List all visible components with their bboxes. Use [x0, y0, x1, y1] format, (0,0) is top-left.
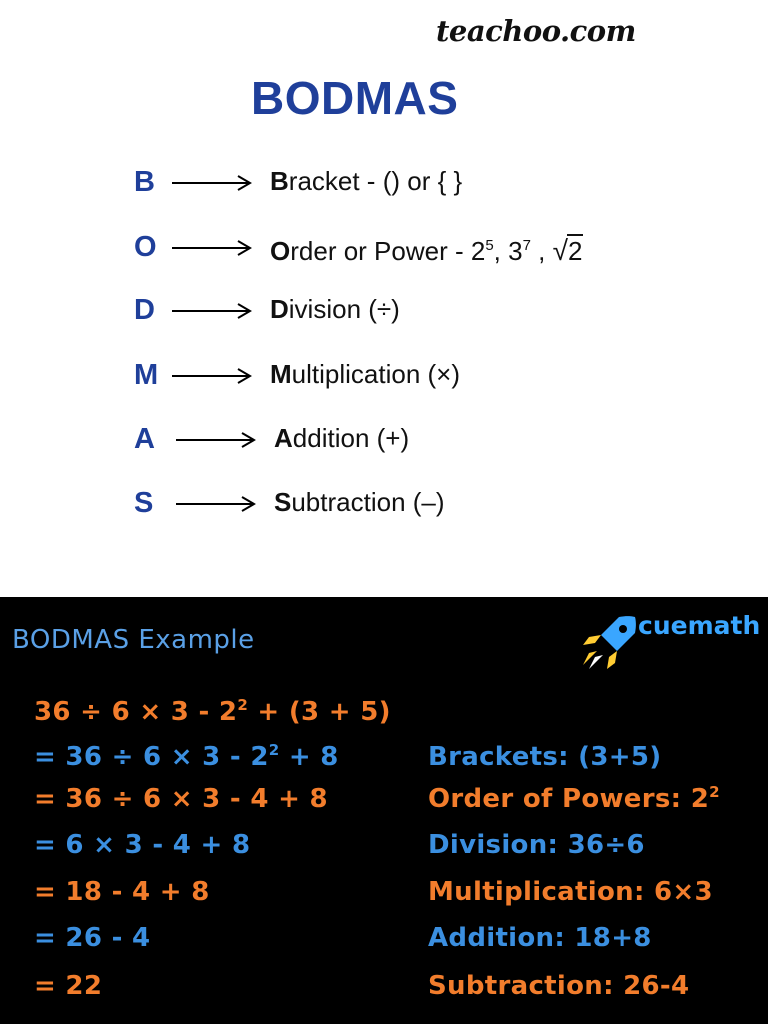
row-description: Division (÷): [270, 294, 400, 324]
row-description: Subtraction (–): [274, 487, 445, 517]
cuemath-logo-text: cuemath: [638, 611, 761, 640]
step-label: Order of Powers: 22: [428, 783, 720, 814]
rocket-icon: [583, 616, 636, 669]
step-line: = 36 ÷ 6 × 3 - 22 + 8: [34, 741, 339, 772]
example-title: BODMAS Example: [12, 625, 255, 655]
step-line: = 18 - 4 + 8: [34, 877, 210, 907]
step-line: = 26 - 4: [34, 923, 151, 953]
step-label: Subtraction: 26-4: [428, 971, 690, 1001]
row-letter: M: [134, 359, 159, 391]
row-letter: D: [134, 294, 155, 326]
step-label: Multiplication: 6×3: [428, 877, 713, 907]
bodmas-row-a: A Addition (+): [0, 417, 768, 465]
step-label: Division: 36÷6: [428, 830, 645, 860]
bodmas-chart: teachoo.com BODMAS B Bracket - () or { }…: [0, 14, 768, 529]
arrow-icon: [172, 240, 252, 256]
arrow-icon: [172, 368, 252, 384]
row-description: Order or Power - 25, 37 , √2: [270, 234, 584, 266]
arrow-icon: [172, 175, 252, 191]
row-letter: S: [134, 487, 154, 519]
bodmas-row-s: S Subtraction (–): [0, 481, 768, 529]
bodmas-row-o: O Order or Power - 25, 37 , √2: [0, 225, 768, 273]
row-letter: A: [134, 423, 155, 455]
step-line: = 22: [34, 971, 103, 1001]
arrow-icon: [172, 303, 252, 319]
row-letter: O: [134, 231, 157, 263]
step-line: = 36 ÷ 6 × 3 - 4 + 8: [34, 784, 328, 814]
arrow-icon: [176, 496, 256, 512]
arrow-icon: [176, 432, 256, 448]
row-description: Multiplication (×): [270, 359, 461, 389]
step-line: = 6 × 3 - 4 + 8: [34, 830, 251, 860]
bodmas-row-m: M Multiplication (×): [0, 353, 768, 401]
bodmas-row-d: D Division (÷): [0, 288, 768, 336]
step-label: Brackets: (3+5): [428, 742, 662, 772]
example-expression: 36 ÷ 6 × 3 - 22 + (3 + 5): [34, 696, 391, 727]
site-brand: teachoo.com: [436, 14, 636, 48]
row-letter: B: [134, 166, 155, 198]
bodmas-row-b: B Bracket - () or { }: [0, 160, 768, 208]
row-description: Addition (+): [274, 423, 410, 453]
row-description: Bracket - () or { }: [270, 166, 463, 196]
bodmas-example-panel: BODMAS Example cuemath 36 ÷ 6 × 3 - 22 +…: [0, 597, 768, 1024]
step-label: Addition: 18+8: [428, 923, 652, 953]
bodmas-title: BODMAS: [251, 72, 459, 124]
square-root-icon: √2: [552, 234, 584, 266]
